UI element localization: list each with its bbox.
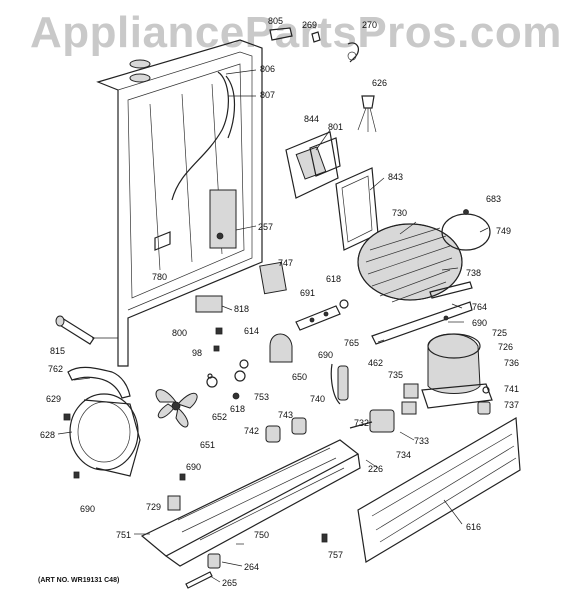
callout-690c: 690 [186,462,201,472]
callout-651: 651 [200,440,215,450]
callout-815: 815 [50,346,65,356]
start-relay [401,383,419,415]
condenser-coil [357,223,463,303]
callout-629: 629 [46,394,61,404]
compressor-mounts [477,386,491,415]
callout-806: 806 [260,64,275,74]
callout-741: 741 [504,384,519,394]
rear-access-cover-616 [357,417,521,563]
callout-269: 269 [302,20,317,30]
drain-tube-815 [55,315,95,345]
callout-736: 736 [504,358,519,368]
part-729 [167,495,181,511]
cabinet-top-clips [129,59,151,83]
condenser-brackets [371,281,473,345]
fan-motor-650 [234,333,293,382]
callout-628: 628 [40,430,55,440]
callout-818: 818 [234,304,249,314]
fan-blade-651 [155,389,198,428]
part-747 [259,261,287,295]
callout-691: 691 [300,288,315,298]
callout-735: 735 [388,370,403,380]
callout-742: 742 [244,426,259,436]
callout-leader-lines [57,69,489,583]
callout-616: 616 [466,522,481,532]
callout-690a: 690 [472,318,487,328]
callout-labels: 805 269 270 806 807 626 844 801 843 683 … [38,16,519,588]
filter-drier-740 [330,363,349,405]
machine-compartment-base-751 [140,439,361,567]
callout-764: 764 [472,302,487,312]
screws-bottom [73,471,328,543]
callout-264: 264 [244,562,259,572]
callout-747: 747 [278,258,293,268]
grommets [265,417,307,443]
art-number: (ART NO. WR19131 C48) [38,577,119,584]
callout-801: 801 [328,122,343,132]
callout-726: 726 [498,342,513,352]
callout-757: 757 [328,550,343,560]
callout-725: 725 [492,328,507,338]
callout-270: 270 [362,20,377,30]
hose-762 [67,366,131,399]
screw-629 [63,413,71,421]
callout-618b: 618 [230,404,245,414]
callout-740: 740 [310,394,325,404]
small-washers [206,373,240,400]
callout-844: 844 [304,114,319,124]
callout-462: 462 [368,358,383,368]
callout-765: 765 [344,338,359,348]
callout-753: 753 [254,392,269,402]
callout-743: 743 [278,410,293,420]
callout-652: 652 [212,412,227,422]
fan-shroud-628 [69,393,141,477]
callout-265: 265 [222,578,237,588]
callout-690d: 690 [80,504,95,514]
callout-729: 729 [146,502,161,512]
callout-780: 780 [152,272,167,282]
callout-618a: 618 [326,274,341,284]
callout-626: 626 [372,78,387,88]
bracket-691 [295,299,349,331]
callout-732: 732 [354,418,369,428]
control-board [285,131,341,199]
cabinet-back-panel [96,39,263,367]
callout-98: 98 [192,348,202,358]
callout-751: 751 [116,530,131,540]
callout-750: 750 [254,530,269,540]
callout-226: 226 [368,464,383,474]
callout-749: 749 [496,226,511,236]
callout-257: 257 [258,222,273,232]
callout-683: 683 [486,194,501,204]
callout-800: 800 [172,328,187,338]
watermark-text: AppliancePartsPros.com [30,8,562,57]
callout-738: 738 [466,268,481,278]
callout-734: 734 [396,450,411,460]
bottom-fasteners [185,553,221,589]
callout-733: 733 [414,436,429,446]
relay-overload [349,409,395,433]
callout-807: 807 [260,90,275,100]
compressor-725 [421,333,493,409]
wire-hanger-626 [357,95,377,133]
callout-650: 650 [292,372,307,382]
callout-614: 614 [244,326,259,336]
callout-737: 737 [504,400,519,410]
callout-805: 805 [268,16,283,26]
callout-730: 730 [392,208,407,218]
small-top-parts [269,27,360,63]
fan-cover-disc [441,209,491,251]
callout-690b: 690 [318,350,333,360]
screws [213,327,223,352]
callout-762: 762 [48,364,63,374]
callout-843: 843 [388,172,403,182]
